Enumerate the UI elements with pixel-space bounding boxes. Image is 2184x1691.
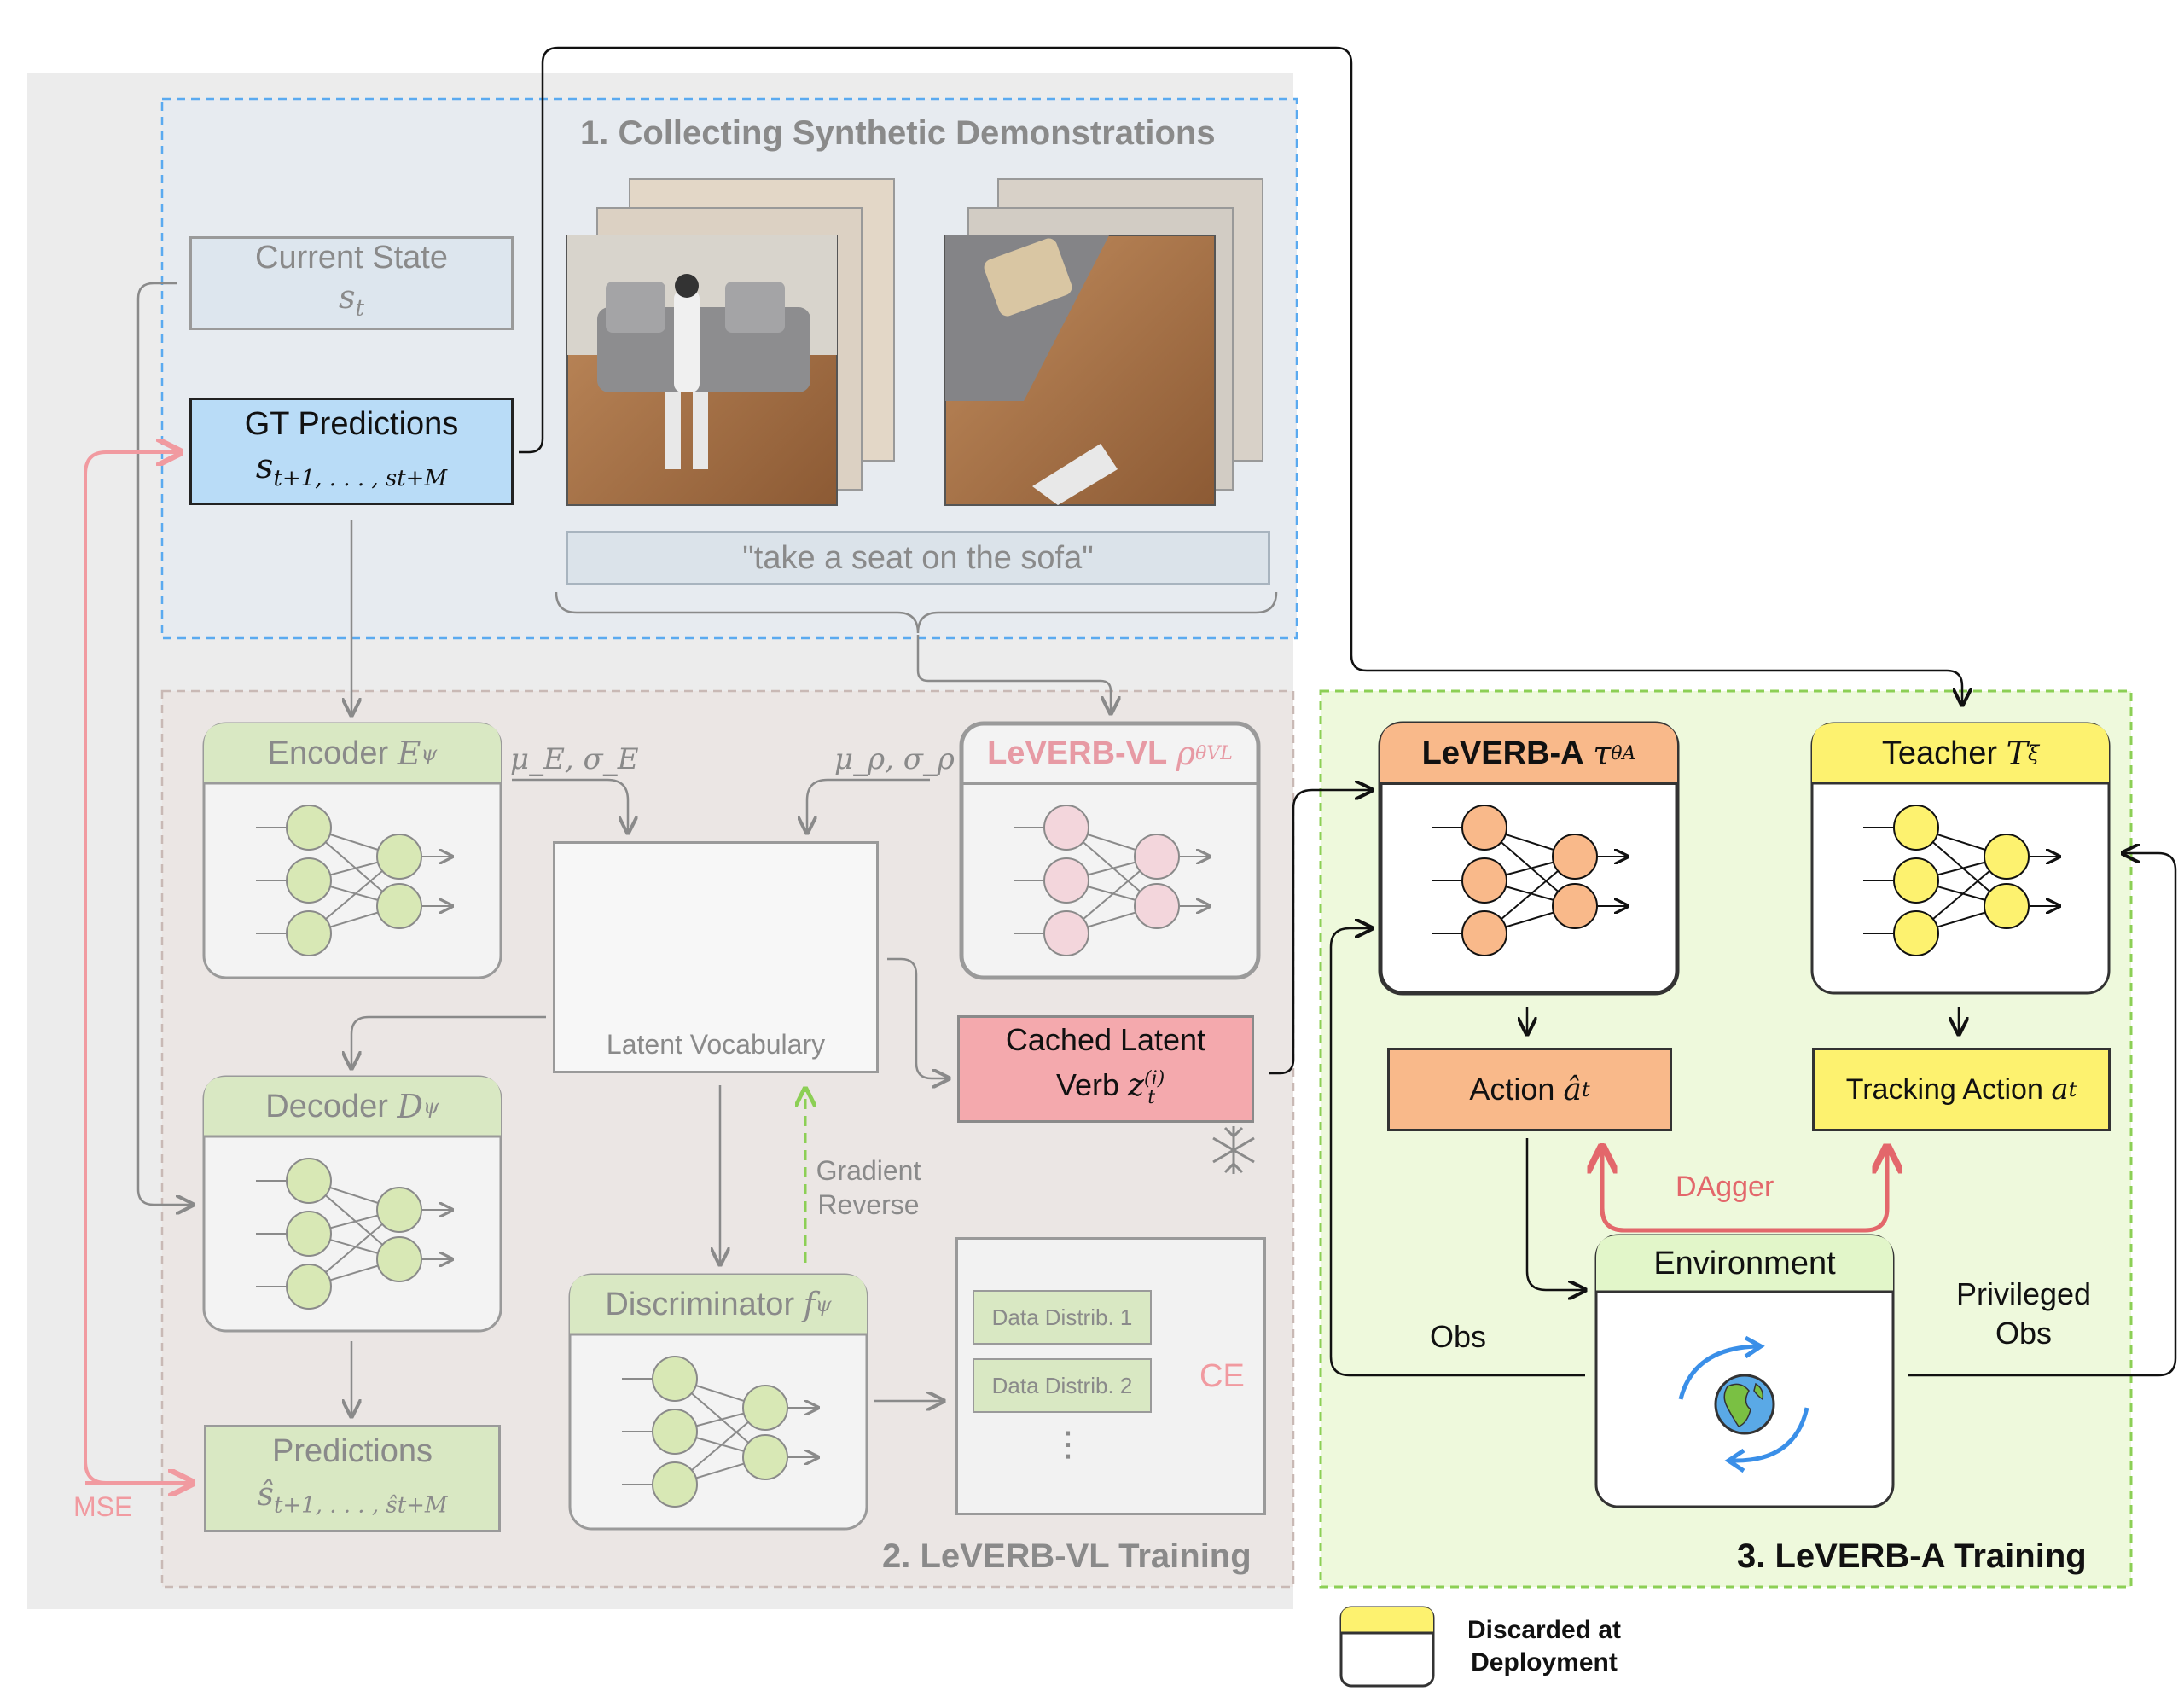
data-distrib-1: Data Distrib. 1	[973, 1290, 1152, 1345]
dagger-label: DAgger	[1676, 1171, 1774, 1203]
predictions-label: Predictions	[272, 1433, 433, 1470]
cached-latent-verb-box: Cached Latent Verb z(i)t	[957, 1015, 1254, 1123]
mse-label: MSE	[73, 1491, 133, 1522]
cached-latent-line1: Cached Latent	[1005, 1022, 1206, 1058]
instruction-text: "take a seat on the sofa"	[566, 531, 1270, 585]
neural-net-icon	[256, 805, 452, 956]
predictions-box: Predictions ŝt+1, . . . , ŝt+M	[204, 1425, 501, 1532]
gt-predictions-symbol: st+1, . . . , st+M	[255, 447, 448, 491]
vl-output-params: μ_ρ, σ_ρ	[834, 742, 955, 776]
encoder-output-params: μ_E, σ_E	[510, 742, 639, 776]
predictions-symbol: ŝt+1, . . . , ŝt+M	[257, 1475, 448, 1519]
cached-latent-line2: Verb z(i)t	[1055, 1067, 1165, 1108]
gt-predictions-label: GT Predictions	[244, 406, 459, 442]
neural-net-icon	[1014, 805, 1210, 956]
robot-scene-image	[566, 178, 895, 506]
robot-scene-image	[944, 178, 1263, 506]
neural-net-icon	[256, 1158, 452, 1310]
current-state-symbol: st	[339, 278, 364, 322]
section-title-collecting: 1. Collecting Synthetic Demonstrations	[580, 114, 1216, 152]
data-distrib-2: Data Distrib. 2	[973, 1358, 1152, 1413]
current-state-label: Current State	[255, 240, 448, 276]
privileged-obs-label: Privileged Obs	[1955, 1276, 2092, 1351]
gradient-reverse-label: Gradient Reverse	[816, 1155, 921, 1220]
section-title-vl-training: 2. LeVERB-VL Training	[882, 1537, 1252, 1575]
globe-icon	[1678, 1335, 1809, 1473]
current-state-box: Current State st	[189, 236, 514, 330]
ce-label: CE	[1199, 1358, 1245, 1394]
neural-net-icon	[622, 1356, 818, 1508]
latent-vocabulary-label: Latent Vocabulary	[606, 1029, 826, 1060]
ellipsis: ⋮	[1051, 1426, 1085, 1463]
snowflake-icon	[1212, 1126, 1255, 1174]
obs-label: Obs	[1430, 1319, 1487, 1354]
gt-predictions-box: GT Predictions st+1, . . . , st+M	[189, 398, 514, 505]
neural-net-icon	[1432, 805, 1628, 956]
neural-net-icon	[1863, 805, 2059, 956]
environment-title: Environment	[1653, 1245, 1836, 1281]
legend-text: Discarded at Deployment	[1467, 1616, 1622, 1676]
latent-vocabulary-box	[553, 841, 879, 1073]
section-title-a-training: 3. LeVERB-A Training	[1737, 1537, 2087, 1575]
